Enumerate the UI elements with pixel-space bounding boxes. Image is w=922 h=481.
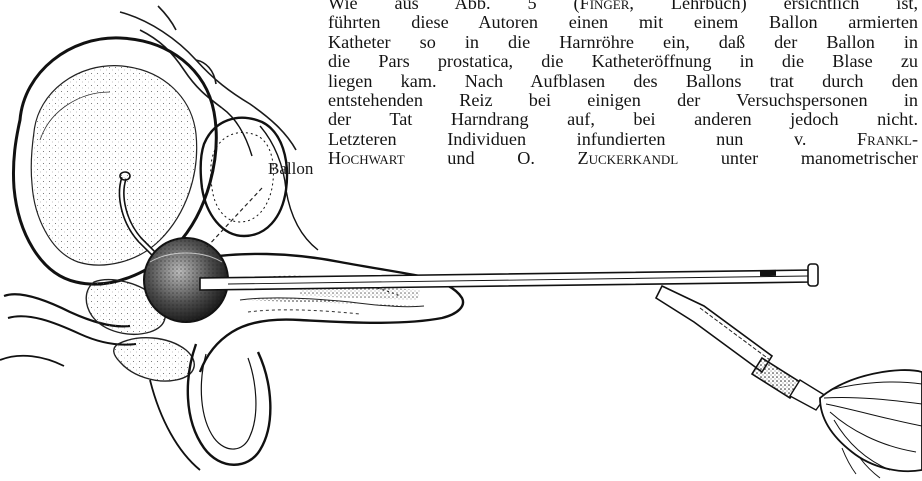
text-line: führten diese Autoren einen mit einem Ba… xyxy=(328,13,918,32)
pump-bulb xyxy=(820,370,922,478)
catheter-tube xyxy=(200,264,818,290)
text-line: Katheter so in die Harnröhre ein, daß de… xyxy=(328,33,918,52)
penis-shaft xyxy=(200,254,463,372)
text-line: liegen kam. Nach Aufblasen des Ballons t… xyxy=(328,72,918,91)
pump-hose xyxy=(656,286,826,410)
figure-label-ballon: Ballon xyxy=(268,159,313,179)
text-line: die Pars prostatica, die Katheteröffnung… xyxy=(328,52,918,71)
text-line: Wie aus Abb. 5 (Finger, Lehrbuch) ersich… xyxy=(328,0,918,13)
body-paragraph: Wie aus Abb. 5 (Finger, Lehrbuch) ersich… xyxy=(328,0,918,169)
text-line: Hochwart und O. Zuckerkandl unter manome… xyxy=(328,149,918,168)
inner-bone-outline xyxy=(222,108,318,250)
text-line: entstehenden Reiz bei einigen der Versuc… xyxy=(328,91,918,110)
text-line: der Tat Harndrang auf, bei anderen jedoc… xyxy=(328,110,918,129)
text-line: Letzteren Individuen infundierten nun v.… xyxy=(328,130,918,149)
